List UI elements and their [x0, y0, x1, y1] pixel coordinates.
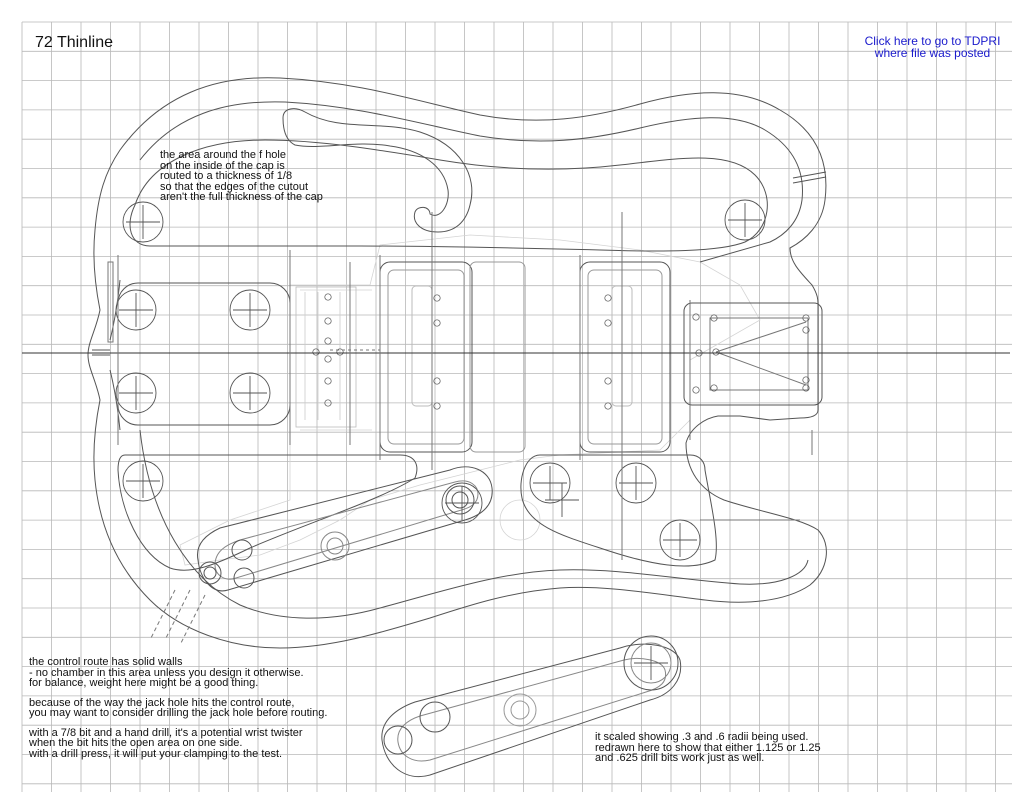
note-line: for balance, weight here might be a good…	[29, 677, 259, 689]
note-line: - no chamber in this area unless you des…	[29, 666, 304, 679]
fhole-note: the area around the f hole on the inside…	[160, 150, 323, 203]
screw-hole	[604, 319, 612, 327]
scale-note: it scaled showing .3 and .6 radii being …	[595, 732, 821, 764]
reference-lines	[22, 212, 1010, 560]
screw-hole	[802, 314, 810, 322]
screw-hole	[802, 376, 810, 384]
note-line: and .625 drill bits work just as well.	[595, 752, 765, 764]
pickup-routes	[379, 261, 671, 453]
drill-circle	[615, 462, 657, 504]
screw-hole	[604, 377, 612, 385]
guitar-body-outline	[87, 77, 827, 649]
screw-hole	[433, 294, 441, 302]
screw-hole	[802, 384, 810, 392]
note-line: the control route has solid walls	[29, 656, 183, 668]
note-line: redrawn here to show that either 1.125 o…	[595, 741, 821, 754]
screw-hole	[710, 314, 718, 322]
tdpri-link-line1[interactable]: Click here to go to TDPRI	[864, 34, 1001, 48]
screw-hole	[324, 293, 332, 301]
screw-hole	[324, 399, 332, 407]
note-line: on the inside of the cap is	[160, 159, 285, 172]
note-line: with a drill press, it will put your cla…	[29, 747, 283, 760]
screw-hole	[324, 377, 332, 385]
drill-circles	[115, 199, 766, 561]
screw-hole	[802, 326, 810, 334]
drill-circle	[115, 372, 157, 414]
screw-hole	[324, 355, 332, 363]
drill-circle	[529, 462, 571, 504]
note-line: with a 7/8 bit and a hand drill, it's a …	[29, 726, 303, 739]
screw-hole	[324, 337, 332, 345]
control-route-template	[381, 635, 682, 777]
note-line: aren't the full thickness of the cap	[160, 191, 323, 203]
screw-hole	[692, 386, 700, 394]
drill-circle	[122, 460, 164, 502]
page-title: 72 Thinline	[35, 34, 113, 51]
neck-plate	[683, 302, 823, 406]
drill-circle	[659, 519, 701, 561]
lower-chamber-outline	[117, 454, 717, 571]
note-line: the area around the f hole	[160, 149, 286, 161]
drill-circle	[122, 201, 164, 243]
upper-chamber-outline	[129, 108, 768, 252]
note-line: because of the way the jack hole hits th…	[29, 696, 295, 709]
screw-hole	[710, 384, 718, 392]
drill-circle	[115, 289, 157, 331]
note-line: it scaled showing .3 and .6 radii being …	[595, 731, 809, 743]
screw-holes	[312, 293, 810, 410]
drill-circle	[229, 289, 271, 331]
note-line: so that the edges of the cutout	[160, 180, 308, 193]
bridge-area	[295, 286, 357, 428]
control-route-note: the control route has solid walls - no c…	[29, 657, 327, 759]
screw-hole	[604, 402, 612, 410]
drill-circle	[441, 482, 483, 524]
note-line: you may want to consider drilling the ja…	[29, 707, 328, 719]
screw-hole	[312, 348, 320, 356]
control-route-on-body	[149, 466, 493, 646]
drill-circle	[724, 199, 766, 241]
tdpri-link-line2[interactable]: where file was posted	[874, 46, 991, 60]
note-line: when the bit hits the open area on one s…	[29, 737, 243, 749]
screw-hole	[336, 348, 344, 356]
screw-hole	[433, 319, 441, 327]
drill-circle	[229, 372, 271, 414]
note-line: routed to a thickness of 1/8	[160, 170, 293, 182]
screw-hole	[433, 377, 441, 385]
crosshair-marks	[119, 203, 762, 680]
screw-hole	[712, 348, 720, 356]
screw-hole	[433, 402, 441, 410]
screw-hole	[692, 313, 700, 321]
tdpri-link[interactable]: Click here to go to TDPRI where file was…	[855, 35, 1010, 59]
screw-hole	[604, 294, 612, 302]
screw-hole	[324, 317, 332, 325]
